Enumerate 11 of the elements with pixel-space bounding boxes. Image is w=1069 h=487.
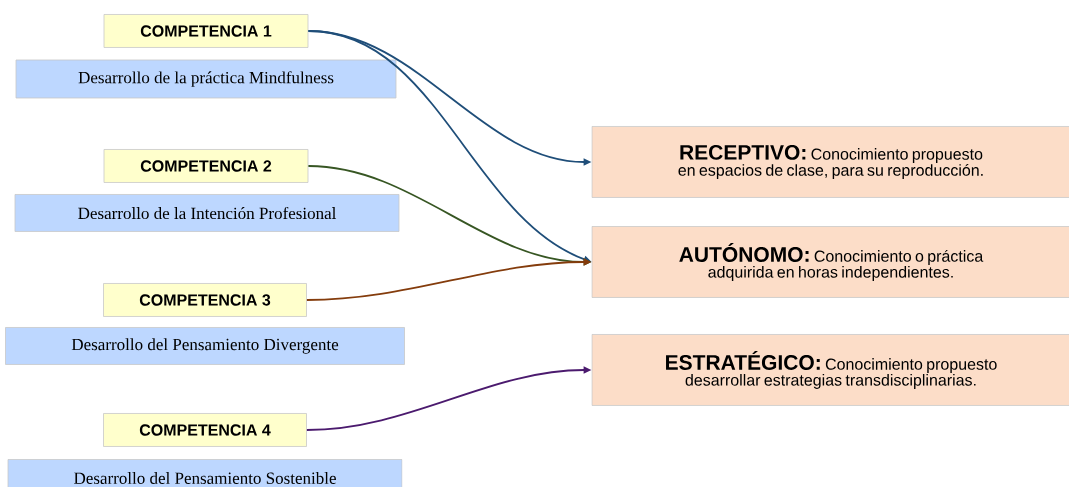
competence-label: COMPETENCIA 3: [103, 283, 307, 317]
description-box: Desarrollo de la práctica Mindfulness: [15, 59, 397, 99]
definition-box: ESTRATÉGICO: Conocimiento propuesto desarrollar estrategias transdisciplinarias.: [591, 334, 1069, 406]
competence-label: COMPETENCIA 1: [103, 14, 309, 48]
definition-box: RECEPTIVO: Conocimiento propuesto en espacios de clase, para su reproducción.: [591, 126, 1069, 198]
description-box: Desarrollo de la Intención Profesional: [14, 194, 400, 232]
competence-label: COMPETENCIA 2: [103, 149, 309, 183]
description-box: Desarrollo del Pensamiento Divergente: [5, 327, 405, 365]
description-box: Desarrollo del Pensamiento Sostenible: [7, 459, 403, 487]
definition-box: AUTÓNOMO: Conocimiento o práctica adquirida en horas independientes.: [591, 226, 1069, 298]
competence-label: COMPETENCIA 4: [103, 413, 307, 447]
